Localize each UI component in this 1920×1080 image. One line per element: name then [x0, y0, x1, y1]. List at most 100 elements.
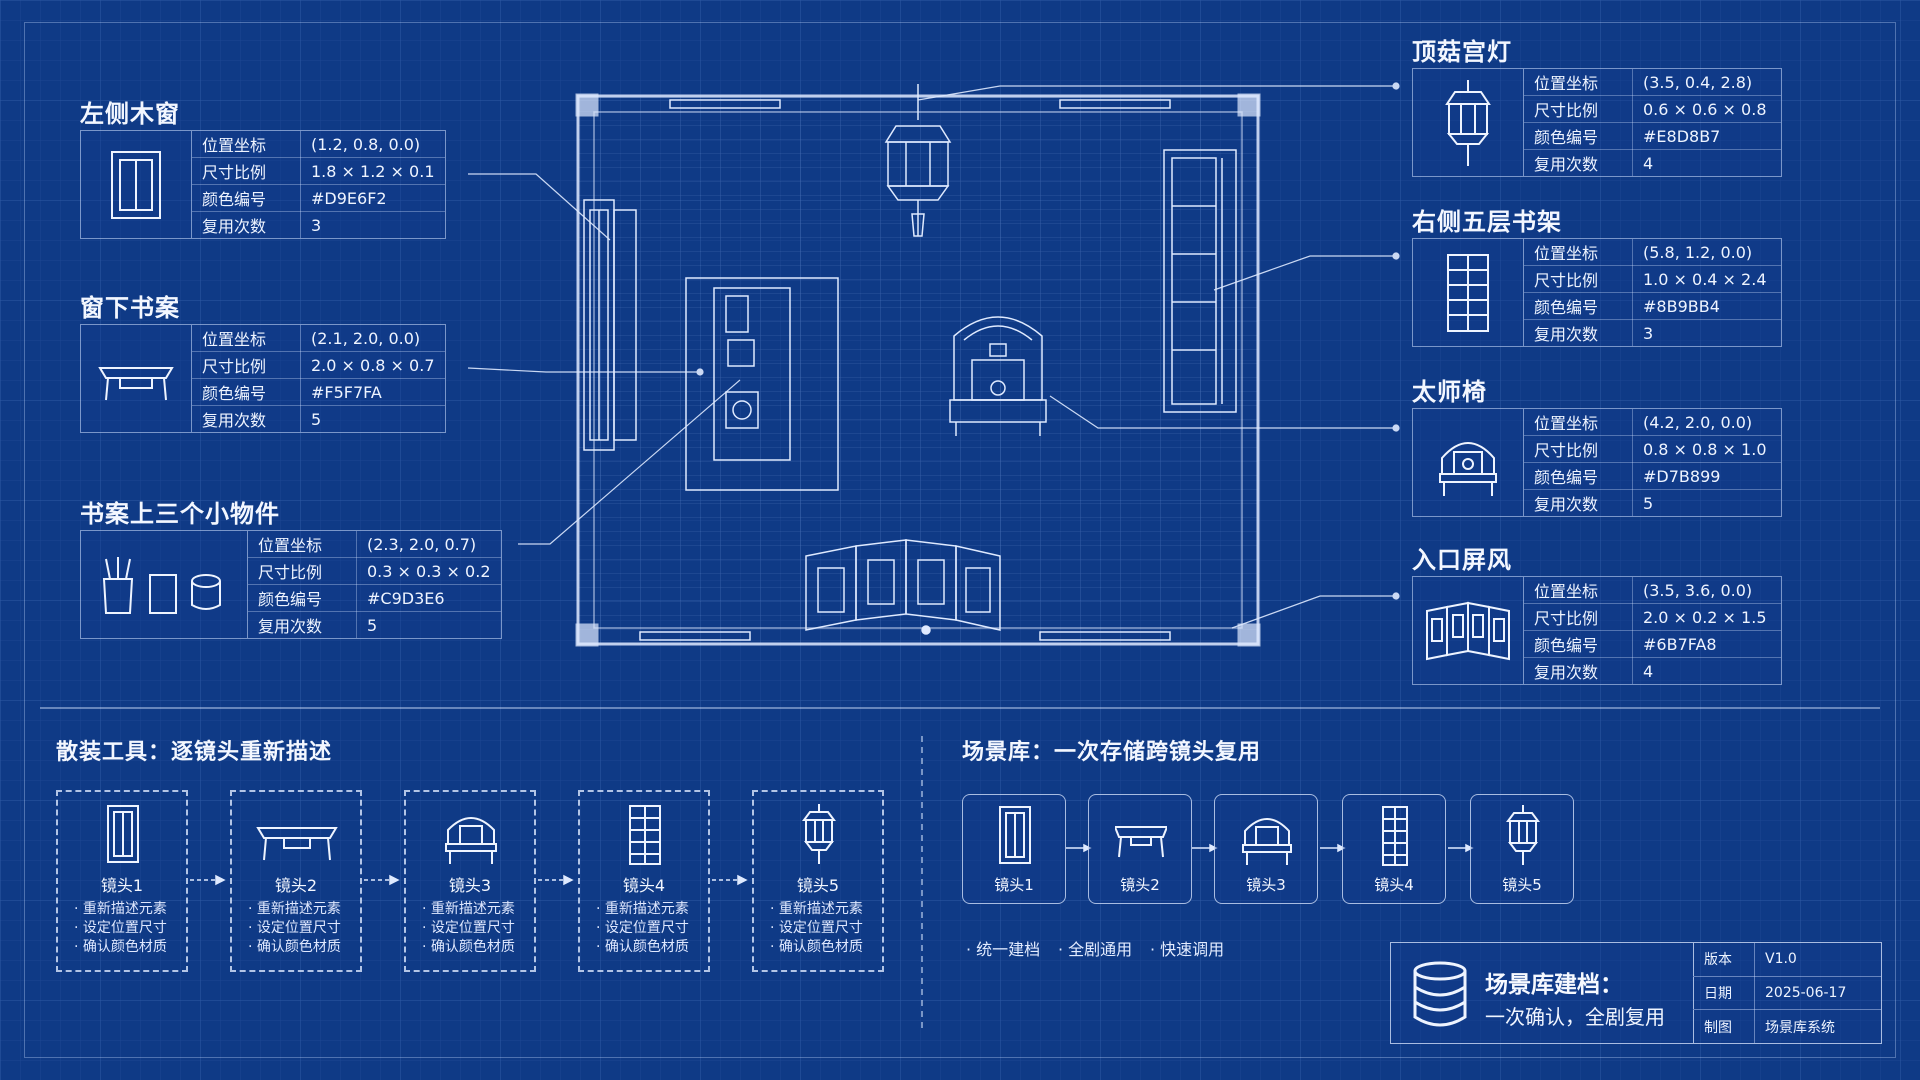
bookshelf-icon [596, 804, 694, 870]
row-value: (2.1, 2.0, 0.0) [300, 325, 445, 352]
window-icon [74, 804, 172, 870]
step: · 重新描述元素 [770, 901, 863, 917]
library-title: 场景库：一次存储跨镜头复用 [962, 740, 1262, 765]
row-value: 4 [1643, 153, 1654, 173]
row-key: 位置坐标 [1524, 577, 1633, 604]
chair-drawing [949, 316, 1047, 436]
shot-label: 镜头1 [100, 876, 144, 895]
row-value: 2.0 × 0.2 × 1.5 [1632, 603, 1781, 631]
step: · 设定位置尺寸 [422, 920, 515, 936]
row-value: #F5F7FA [300, 378, 445, 406]
row-key: 复用次数 [1524, 149, 1633, 176]
row-key: 尺寸比例 [1524, 265, 1633, 293]
library-feature: · 全剧通用 [1058, 940, 1133, 959]
shot-label: 镜头3 [448, 876, 492, 895]
window-icon [989, 805, 1041, 871]
row-value: (4.2, 2.0, 0.0) [1632, 409, 1781, 436]
lantern-icon [1413, 69, 1524, 176]
row-key: 复用次数 [192, 405, 301, 432]
chair-icon [1413, 409, 1524, 516]
row-value: 2.0 × 0.8 × 0.7 [300, 351, 445, 379]
row-value: 1.0 × 0.4 × 2.4 [1632, 265, 1781, 293]
desk-icon [248, 804, 346, 870]
library-shot-4: 镜头4 [1342, 794, 1446, 904]
archive-subtitle: 一次确认，全剧复用 [1485, 1005, 1665, 1029]
step: · 确认颜色材质 [770, 939, 863, 955]
floor-plan [575, 84, 1261, 647]
desk-icon [81, 325, 192, 432]
loose-shot-2: 镜头2 · 重新描述元素· 设定位置尺寸· 确认颜色材质 [230, 790, 362, 972]
leader-lines [467, 82, 1400, 629]
shot-label: 镜头2 [1120, 876, 1160, 894]
row-key: 颜色编号 [1524, 630, 1633, 658]
screen-icon [1413, 577, 1524, 684]
meta-key: 版本 [1693, 943, 1755, 977]
row-value: #D9E6F2 [300, 184, 445, 212]
desk-drawing [685, 277, 839, 491]
window-icon [81, 131, 192, 238]
row-key: 位置坐标 [1524, 239, 1633, 266]
row-key: 复用次数 [1524, 489, 1633, 516]
step: · 设定位置尺寸 [74, 920, 167, 936]
step: · 重新描述元素 [74, 901, 167, 917]
row-key: 尺寸比例 [1524, 603, 1633, 631]
library-shot-1: 镜头1 [962, 794, 1066, 904]
shot-steps: · 重新描述元素· 设定位置尺寸· 确认颜色材质 [74, 900, 167, 957]
row-key: 颜色编号 [192, 378, 301, 406]
shot-steps: · 重新描述元素· 设定位置尺寸· 确认颜色材质 [248, 900, 341, 957]
lantern-icon [770, 804, 868, 870]
row-key: 复用次数 [248, 611, 357, 638]
row-key: 复用次数 [1524, 319, 1633, 346]
row-value: 0.8 × 0.8 × 1.0 [1632, 435, 1781, 463]
database-icon [1413, 961, 1467, 1027]
step: · 设定位置尺寸 [248, 920, 341, 936]
callout-title: 窗下书案 [80, 294, 180, 322]
page-frame [24, 22, 1896, 1058]
row-key: 颜色编号 [1524, 292, 1633, 320]
callout-title: 入口屏风 [1412, 546, 1512, 574]
desk-icon [1113, 805, 1169, 871]
loose-shot-4: 镜头4 · 重新描述元素· 设定位置尺寸· 确认颜色材质 [578, 790, 710, 972]
bookshelf-icon [1413, 239, 1524, 346]
small-items-icon [81, 531, 248, 638]
row-key: 复用次数 [192, 211, 301, 238]
library-shot-3: 镜头3 [1214, 794, 1318, 904]
library-shot-5: 镜头5 [1470, 794, 1574, 904]
row-key: 颜色编号 [1524, 462, 1633, 490]
shot-label: 镜头4 [622, 876, 666, 895]
step: · 确认颜色材质 [596, 939, 689, 955]
row-key: 尺寸比例 [192, 351, 301, 379]
row-key: 尺寸比例 [192, 157, 301, 185]
bookshelf-drawing [1163, 149, 1237, 413]
row-value: 0.3 × 0.3 × 0.2 [356, 557, 501, 585]
step: · 确认颜色材质 [422, 939, 515, 955]
callout-title: 顶菇宫灯 [1412, 38, 1512, 66]
meta-value: 2025-06-17 [1754, 976, 1881, 1011]
row-value: (5.8, 1.2, 0.0) [1632, 239, 1781, 266]
chair-icon [422, 804, 520, 870]
row-value: 5 [1643, 493, 1654, 513]
screen-drawing [805, 539, 1001, 635]
row-key: 位置坐标 [248, 531, 357, 558]
shot-steps: · 重新描述元素· 设定位置尺寸· 确认颜色材质 [596, 900, 689, 957]
row-key: 位置坐标 [1524, 69, 1633, 96]
row-value: 3 [1643, 323, 1654, 343]
row-key: 位置坐标 [192, 325, 301, 352]
step: · 设定位置尺寸 [596, 920, 689, 936]
flow-arrows [190, 843, 1474, 886]
library-shot-2: 镜头2 [1088, 794, 1192, 904]
shot-label: 镜头4 [1374, 876, 1414, 894]
loose-tools-title: 散装工具：逐镜头重新描述 [56, 740, 333, 765]
